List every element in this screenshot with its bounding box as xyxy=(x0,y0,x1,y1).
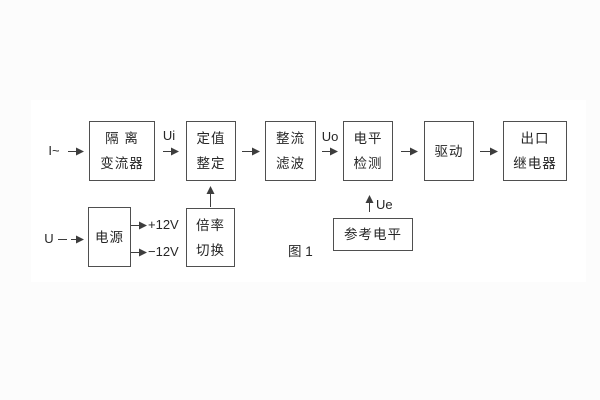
signal-label-minus-12v: −12V xyxy=(148,244,179,259)
signal-label-input-voltage: U xyxy=(44,231,54,246)
block-label: 电平 xyxy=(353,131,383,146)
block-isolation-transformer: 隔 离 变流器 xyxy=(89,121,155,181)
block-drive: 驱动 xyxy=(424,121,474,181)
figure-caption: 图 1 xyxy=(288,244,313,259)
signal-label-ue: Ue xyxy=(376,197,393,212)
block-output-relay: 出口 继电器 xyxy=(503,121,567,181)
signal-label-ui: Ui xyxy=(162,128,176,143)
block-rectify-filter: 整流 滤波 xyxy=(265,121,316,181)
block-label: 整流 xyxy=(276,131,305,146)
block-label: 滤波 xyxy=(276,156,305,171)
block-label: 隔 离 xyxy=(105,131,139,146)
block-setting-adjust: 定值 整定 xyxy=(186,121,236,181)
signal-label-plus-12v: +12V xyxy=(148,217,179,232)
connector-arrows xyxy=(58,147,498,257)
signal-label-input-current: I~ xyxy=(48,143,60,158)
block-level-detect: 电平 检测 xyxy=(343,121,393,181)
block-label: 参考电平 xyxy=(344,227,402,242)
block-label: 继电器 xyxy=(513,156,557,171)
block-label: 检测 xyxy=(353,156,383,171)
block-label: 出口 xyxy=(520,131,550,146)
block-reference-level: 参考电平 xyxy=(333,218,413,251)
block-label: 切换 xyxy=(196,242,225,258)
signal-label-uo: Uo xyxy=(321,129,339,144)
block-diagram: 隔 离 变流器 定值 整定 整流 滤波 电平 检测 驱动 出口 继电器 电源 倍… xyxy=(31,100,586,282)
block-ratio-switch: 倍率 切换 xyxy=(186,208,235,267)
block-label: 整定 xyxy=(196,156,226,171)
block-label: 倍率 xyxy=(196,217,225,233)
block-label: 驱动 xyxy=(434,143,464,159)
block-label: 定值 xyxy=(196,131,226,146)
block-label: 变流器 xyxy=(100,156,144,171)
block-power-supply: 电源 xyxy=(88,207,131,267)
block-label: 电源 xyxy=(95,229,124,245)
